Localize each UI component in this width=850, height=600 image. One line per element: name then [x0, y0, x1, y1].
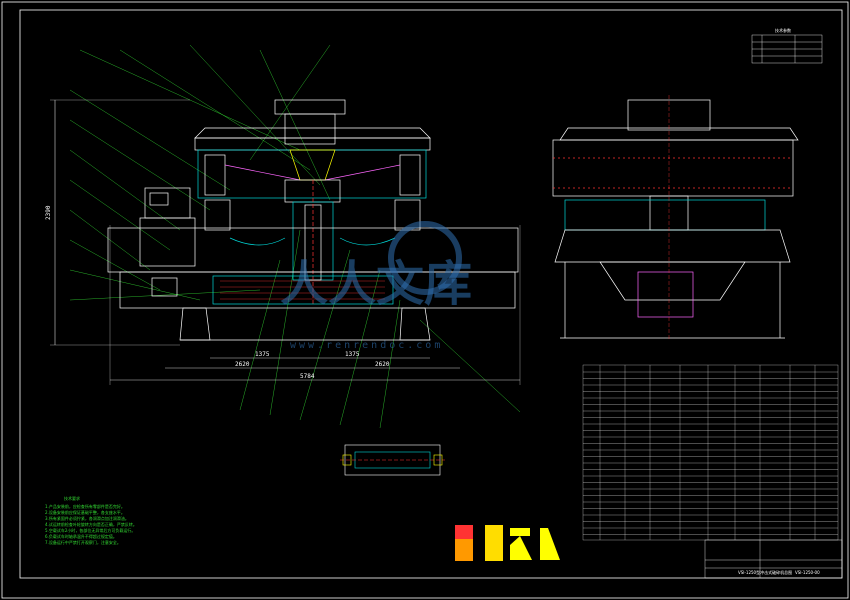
- detail-view: [340, 444, 445, 476]
- tech-spec-title: 技术参数: [775, 27, 791, 33]
- leader-line: [299, 249, 351, 421]
- leader-line: [249, 44, 331, 161]
- dim-half-right: 1375: [345, 351, 360, 358]
- leader-line: [119, 49, 311, 171]
- drawing-title: VSI-1250型冲击式破碎机总图: [738, 569, 792, 575]
- leader-line: [239, 259, 281, 411]
- drawing-number: VSI-1250-00: [795, 570, 820, 575]
- leader-line: [339, 269, 381, 426]
- tech-notes: 1.产品安装前，应检查所有零部件是否完好。 2.设备安装前应保证基础平整，各支座…: [45, 503, 137, 545]
- leader-line: [69, 269, 201, 301]
- leader-line: [69, 179, 171, 251]
- leader-line: [419, 319, 521, 413]
- leader-line: [69, 149, 181, 231]
- tech-note-item: 4.试运转前检查叶轮旋转方向是否正确，严禁反转。: [45, 521, 137, 527]
- dim-height: 2390: [45, 205, 52, 220]
- parts-list-table: [582, 364, 839, 541]
- tech-spec-table: [751, 34, 823, 64]
- dim-overall-width: 5784: [300, 373, 315, 380]
- front-view-leaders: [69, 44, 521, 429]
- leader-line: [269, 229, 301, 416]
- leader-line: [69, 239, 161, 291]
- leader-line: [379, 299, 401, 429]
- leader-line: [69, 289, 261, 301]
- tech-note-item: 6.负载试车时轴承温升不得超过规定值。: [45, 533, 117, 539]
- leader-line: [69, 119, 211, 211]
- tech-note-item: 5.空载试车2小时，各部位无异常后方可负载运行。: [45, 527, 135, 533]
- stamp-blocks: [455, 525, 560, 561]
- tech-note-item: 7.设备运行中严禁打开观察门，注意安全。: [45, 539, 121, 545]
- dim-half-left: 1375: [255, 351, 270, 358]
- front-view: [50, 44, 521, 429]
- leader-line: [69, 89, 231, 191]
- leader-line: [259, 49, 331, 201]
- watermark-url: www.renrendoc.com: [290, 340, 443, 351]
- dim-base-left: 2620: [235, 361, 250, 368]
- sheet-border-inner: [19, 9, 843, 579]
- tech-note-item: 1.产品安装前，应检查所有零部件是否完好。: [45, 503, 125, 509]
- watermark: 人人文库 www.renrendoc.com: [280, 221, 472, 351]
- tech-note-item: 3.所有紧固件必须拧紧，各润滑点加注润滑油。: [45, 515, 129, 521]
- dim-base-right: 2620: [375, 361, 390, 368]
- tech-notes-title: 技术要求: [64, 495, 80, 501]
- tech-note-item: 2.设备安装前应保证基础平整，各支座水平。: [45, 509, 125, 515]
- parts-list-frame: [582, 364, 839, 541]
- watermark-text: 人人文库: [280, 256, 472, 312]
- leader-line: [189, 44, 321, 186]
- title-block: [704, 539, 843, 579]
- side-view: [552, 95, 799, 340]
